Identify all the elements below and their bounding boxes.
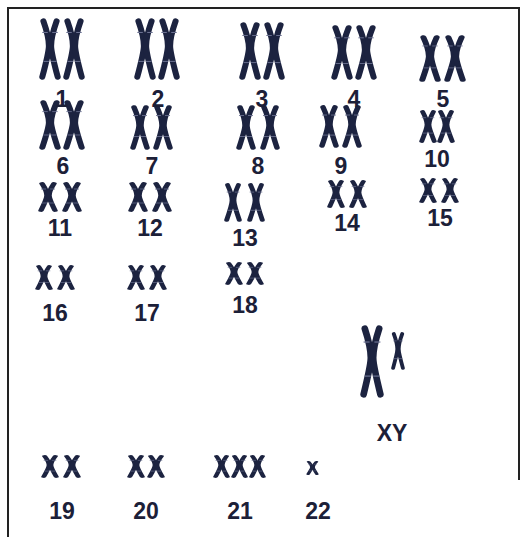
chromosome-number: XY <box>377 422 408 445</box>
chromosome-number: 15 <box>427 207 453 230</box>
chromosome-number: 1 <box>56 88 69 111</box>
chromosome-number: 20 <box>133 500 159 523</box>
chromosome-number: 5 <box>437 88 450 111</box>
chromosome-number: 9 <box>335 155 348 178</box>
chromosome-number: 18 <box>232 294 258 317</box>
chromosome-number: 12 <box>137 217 163 240</box>
chromosome-number: 21 <box>227 500 253 523</box>
chromosome-number: 2 <box>152 88 165 111</box>
chromosome-number: 14 <box>334 212 360 235</box>
chromosome-number: 6 <box>57 155 70 178</box>
chromosome-number: 16 <box>42 302 68 325</box>
chromosome-number: 3 <box>256 88 269 111</box>
chromosome-number: 11 <box>48 217 72 240</box>
chromosome-number: 22 <box>305 500 331 523</box>
chromosome-number: 17 <box>134 302 160 325</box>
chromosome-number: 4 <box>348 88 361 111</box>
chromosome-number: 8 <box>252 155 265 178</box>
chromosome-number: 19 <box>49 500 75 523</box>
chromosome-number: 7 <box>146 155 159 178</box>
chromosome-number: 10 <box>424 148 450 171</box>
chromosome-number: 13 <box>232 227 258 250</box>
